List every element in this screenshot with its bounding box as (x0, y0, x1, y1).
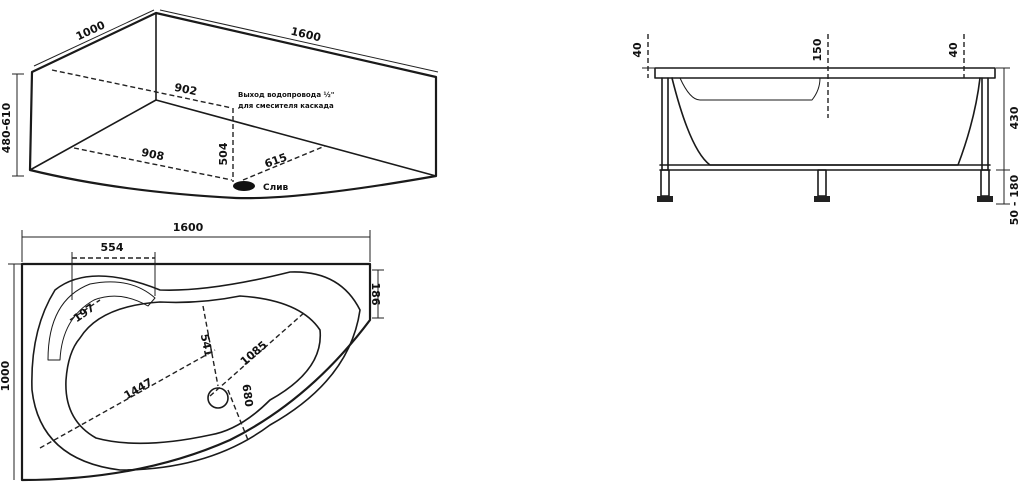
water-outlet-note-line1: Выход водопровода ½" (238, 91, 334, 99)
side-dim-40-right: 40 (947, 42, 960, 58)
plan-view: 1600 1000 554 186 197 541 1085 1447 (0, 221, 384, 482)
plan-dim-541: 541 (198, 333, 215, 358)
plan-basin (65, 295, 322, 445)
iso-902-dim (51, 69, 233, 109)
plan-dim-680: 680 (239, 383, 255, 408)
iso-floor-edge (29, 99, 437, 177)
side-leg-middle (814, 169, 830, 202)
water-outlet-note-line2: для смесителя каскада (238, 102, 334, 110)
iso-drain-icon (233, 181, 255, 191)
iso-dim-908: 908 (140, 146, 165, 163)
side-view: 40 150 40 430 50 - 180 (631, 34, 1021, 225)
iso-dim-1600: 1600 (289, 25, 322, 45)
plan-dim-186: 186 (369, 283, 382, 306)
side-rim (654, 67, 996, 79)
plan-seat (47, 281, 156, 361)
plan-1085-dim (209, 311, 306, 397)
isometric-view: 1000 1600 480-610 902 908 504 615 Выход … (0, 9, 439, 200)
iso-615-dim (242, 145, 326, 181)
plan-541-dim (202, 305, 219, 387)
side-dim-40-left: 40 (631, 42, 644, 58)
iso-dim-902: 902 (173, 81, 198, 98)
side-dim-150: 150 (811, 38, 824, 61)
plan-dim-1600: 1600 (173, 221, 204, 234)
iso-1000-dim (33, 9, 155, 67)
side-leg-right (977, 169, 993, 202)
side-leg-left (657, 169, 673, 202)
drain-label: Слив (263, 183, 289, 193)
plan-dim-1085: 1085 (238, 338, 270, 368)
plan-rim (31, 271, 361, 471)
iso-outline (28, 11, 438, 200)
iso-dim-615: 615 (263, 151, 289, 171)
plan-1447-dim (39, 349, 216, 449)
iso-dim-504: 504 (217, 142, 230, 165)
side-tub-body (671, 77, 981, 166)
plan-dim-554: 554 (101, 241, 124, 254)
side-dim-430: 430 (1008, 106, 1021, 129)
plan-dim-1447: 1447 (122, 376, 155, 403)
iso-dim-height: 480-610 (0, 102, 13, 153)
plan-outline (20, 262, 372, 482)
plan-drain-icon (207, 387, 229, 409)
iso-1600-dim (159, 9, 439, 73)
side-dim-legs: 50 - 180 (1008, 174, 1021, 225)
iso-908-dim (73, 147, 233, 181)
plan-dim-1000: 1000 (0, 360, 12, 391)
plan-197-dim (69, 299, 101, 321)
side-seat (679, 77, 821, 101)
plan-680-dim (227, 389, 249, 441)
